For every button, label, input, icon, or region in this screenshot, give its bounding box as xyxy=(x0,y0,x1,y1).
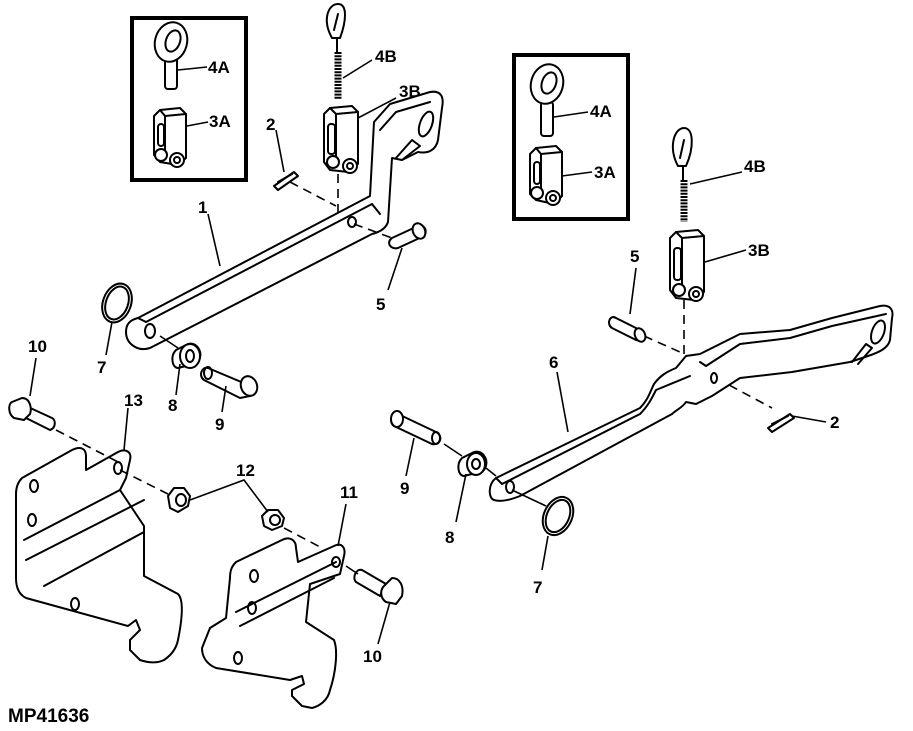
flange-nut-left xyxy=(167,487,191,513)
flange-nut-right xyxy=(261,509,285,531)
leader-2-right xyxy=(791,415,827,423)
callout-13: 13 xyxy=(124,391,143,410)
inset-box-right: 4A 3A xyxy=(512,53,630,221)
callout-7-left: 7 xyxy=(97,358,106,377)
assembly-line xyxy=(715,377,773,409)
leader-4a-left xyxy=(177,66,208,71)
eyebolt-4a-left xyxy=(153,21,189,90)
leader-3b-left xyxy=(357,97,397,119)
locking-pin-left xyxy=(273,171,299,191)
leader-9-left xyxy=(221,385,227,413)
clevis-pin-right xyxy=(608,316,647,343)
leader-12 xyxy=(189,479,269,513)
flange-bolt-right xyxy=(353,568,404,605)
callout-4a-left: 4A xyxy=(208,58,230,77)
callout-9-right: 9 xyxy=(400,479,409,498)
leader-7-right xyxy=(541,535,549,571)
callout-3a-right: 3A xyxy=(594,163,616,182)
callout-4b-right: 4B xyxy=(744,157,766,176)
assembly-line xyxy=(159,335,179,349)
callout-7-right: 7 xyxy=(533,578,542,597)
callout-3b-right: 3B xyxy=(748,241,770,260)
callout-4b-left: 4B xyxy=(375,47,397,66)
leader-10-right xyxy=(377,601,391,645)
mounting-bracket-right xyxy=(201,537,346,709)
eyebolt-4a-right xyxy=(529,63,565,137)
leader-13 xyxy=(123,407,129,451)
callout-2-left: 2 xyxy=(266,115,275,134)
leader-11 xyxy=(337,503,347,547)
callout-4a-right: 4A xyxy=(590,102,612,121)
leader-6 xyxy=(556,371,569,433)
callout-5-left: 5 xyxy=(376,295,385,314)
pivot-pin-right xyxy=(390,410,442,446)
clevis-3a-left xyxy=(153,107,187,168)
leader-10-left xyxy=(29,357,37,397)
leader-4b-right xyxy=(689,171,743,185)
callout-2-right: 2 xyxy=(830,413,839,432)
leader-8-right xyxy=(455,473,467,523)
inset-box-left: 4A 3A xyxy=(130,16,248,182)
assembly-line xyxy=(353,223,393,239)
assembly-line xyxy=(55,429,119,463)
callout-12: 12 xyxy=(236,461,255,480)
leader-5-left xyxy=(387,247,403,291)
callout-1: 1 xyxy=(198,198,207,217)
pivot-pin-left xyxy=(200,366,259,399)
lift-arm-left xyxy=(125,90,444,350)
clevis-3b-right xyxy=(669,229,705,302)
assembly-line xyxy=(443,443,463,457)
retaining-ring-left xyxy=(101,282,133,324)
clevis-pin-left xyxy=(388,222,427,250)
leader-3a-left xyxy=(186,121,209,127)
locking-pin-right xyxy=(767,413,795,433)
lift-arm-right xyxy=(488,304,894,502)
callout-8-right: 8 xyxy=(445,528,454,547)
callout-3a-left: 3A xyxy=(209,112,231,131)
mounting-bracket-left xyxy=(15,447,183,664)
assembly-line xyxy=(345,565,359,575)
flange-bolt-left xyxy=(8,397,56,431)
assembly-line xyxy=(119,469,169,495)
spacer-left xyxy=(171,342,202,369)
spacer-right xyxy=(457,450,488,477)
callout-8-left: 8 xyxy=(168,396,177,415)
leader-3b-right xyxy=(704,249,747,263)
callout-6: 6 xyxy=(549,353,558,372)
clevis-3a-right xyxy=(529,145,563,206)
leader-7-left xyxy=(105,321,113,356)
leader-4a-right xyxy=(553,111,589,118)
leader-9-right xyxy=(405,437,415,477)
leader-2-left xyxy=(275,129,285,173)
callout-10-left: 10 xyxy=(28,337,47,356)
callout-9-left: 9 xyxy=(215,415,224,434)
assembly-line xyxy=(289,181,337,207)
callout-11: 11 xyxy=(340,483,358,502)
leader-8-left xyxy=(175,363,181,396)
leader-4b-left xyxy=(342,59,373,79)
clevis-3b-left xyxy=(323,105,359,174)
figure-id: MP41636 xyxy=(8,706,89,727)
leader-3a-right xyxy=(561,171,593,177)
callout-5-right: 5 xyxy=(630,247,639,266)
assembly-line xyxy=(511,489,547,507)
assembly-line xyxy=(283,527,323,549)
callout-10-right: 10 xyxy=(363,647,382,666)
leader-1 xyxy=(207,213,221,267)
leader-5-right xyxy=(629,267,637,315)
assembly-line xyxy=(643,335,681,353)
assembly-line xyxy=(485,467,497,477)
eyebolt-4b-left xyxy=(325,3,346,100)
eyebolt-4b-right xyxy=(671,127,693,222)
retaining-ring-right xyxy=(541,495,575,537)
